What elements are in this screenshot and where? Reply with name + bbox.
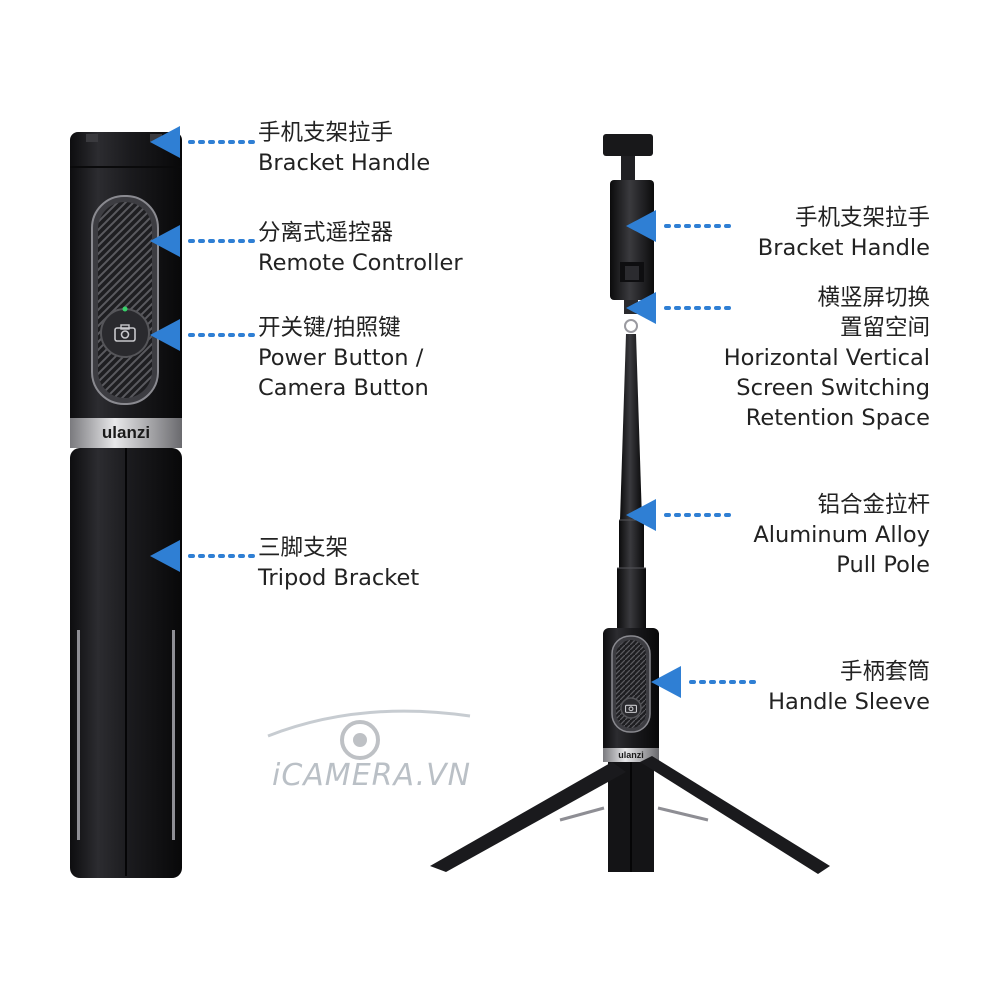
label-tripod-bracket: 三脚支架 Tripod Bracket xyxy=(258,533,419,593)
pointer-tripod-bracket xyxy=(150,538,262,574)
icamera-watermark xyxy=(267,709,471,760)
label-en: Horizontal Vertical xyxy=(723,345,930,371)
label-en: Camera Button xyxy=(258,375,429,401)
brand-logo: ulanzi xyxy=(101,423,151,442)
pointer-handle-sleeve xyxy=(651,664,763,700)
label-zh: 三脚支架 xyxy=(258,535,349,561)
label-zh: 开关键/拍照键 xyxy=(258,315,401,341)
extended-tripod-stick xyxy=(430,134,830,874)
label-zh: 置留空间 xyxy=(839,315,930,341)
label-en: Screen Switching xyxy=(736,375,930,401)
label-screen-switching: 横竖屏切换 置留空间 Horizontal Vertical Screen Sw… xyxy=(724,283,930,433)
label-zh: 手机支架拉手 xyxy=(258,120,394,146)
label-en: Bracket Handle xyxy=(757,235,930,261)
label-power-button: 开关键/拍照键 Power Button / Camera Button xyxy=(258,313,429,403)
label-zh: 分离式遥控器 xyxy=(258,220,394,246)
triangle-arrow-icon xyxy=(150,126,262,158)
label-en: Handle Sleeve xyxy=(768,689,930,715)
triangle-arrow-icon xyxy=(150,225,262,257)
pointer-remote-controller xyxy=(150,223,262,259)
label-handle-sleeve: 手柄套筒 Handle Sleeve xyxy=(768,657,930,717)
pointer-pull-pole xyxy=(626,497,738,533)
pointer-bracket-handle-right xyxy=(626,208,738,244)
label-en: Remote Controller xyxy=(258,250,463,276)
camera-icon xyxy=(625,703,637,713)
label-en: Aluminum Alloy xyxy=(753,522,930,548)
triangle-arrow-icon xyxy=(626,292,738,324)
label-zh: 手机支架拉手 xyxy=(794,205,930,231)
triangle-arrow-icon xyxy=(651,666,763,698)
label-zh: 横竖屏切换 xyxy=(817,285,930,311)
label-en: Bracket Handle xyxy=(258,150,431,176)
label-en: Power Button / xyxy=(258,345,424,371)
triangle-arrow-icon xyxy=(150,540,262,572)
label-pull-pole: 铝合金拉杆 Aluminum Alloy Pull Pole xyxy=(753,490,930,580)
label-en: Pull Pole xyxy=(836,552,930,578)
triangle-arrow-icon xyxy=(150,319,262,351)
label-en: Tripod Bracket xyxy=(258,565,420,591)
pointer-screen-switching xyxy=(626,290,738,326)
label-zh: 手柄套筒 xyxy=(839,659,930,685)
label-bracket-handle-right: 手机支架拉手 Bracket Handle xyxy=(758,203,930,263)
triangle-arrow-icon xyxy=(626,499,738,531)
brand-logo-small: ulanzi xyxy=(618,750,644,760)
camera-icon xyxy=(114,324,136,342)
label-en: Retention Space xyxy=(745,405,930,431)
pointer-power-button xyxy=(150,317,262,353)
label-remote-controller: 分离式遥控器 Remote Controller xyxy=(258,218,463,278)
label-bracket-handle-left: 手机支架拉手 Bracket Handle xyxy=(258,118,430,178)
label-zh: 铝合金拉杆 xyxy=(817,492,930,518)
triangle-arrow-icon xyxy=(626,210,738,242)
pointer-bracket-handle-left xyxy=(150,124,262,160)
watermark-text: iCAMERA.VN xyxy=(272,758,472,793)
